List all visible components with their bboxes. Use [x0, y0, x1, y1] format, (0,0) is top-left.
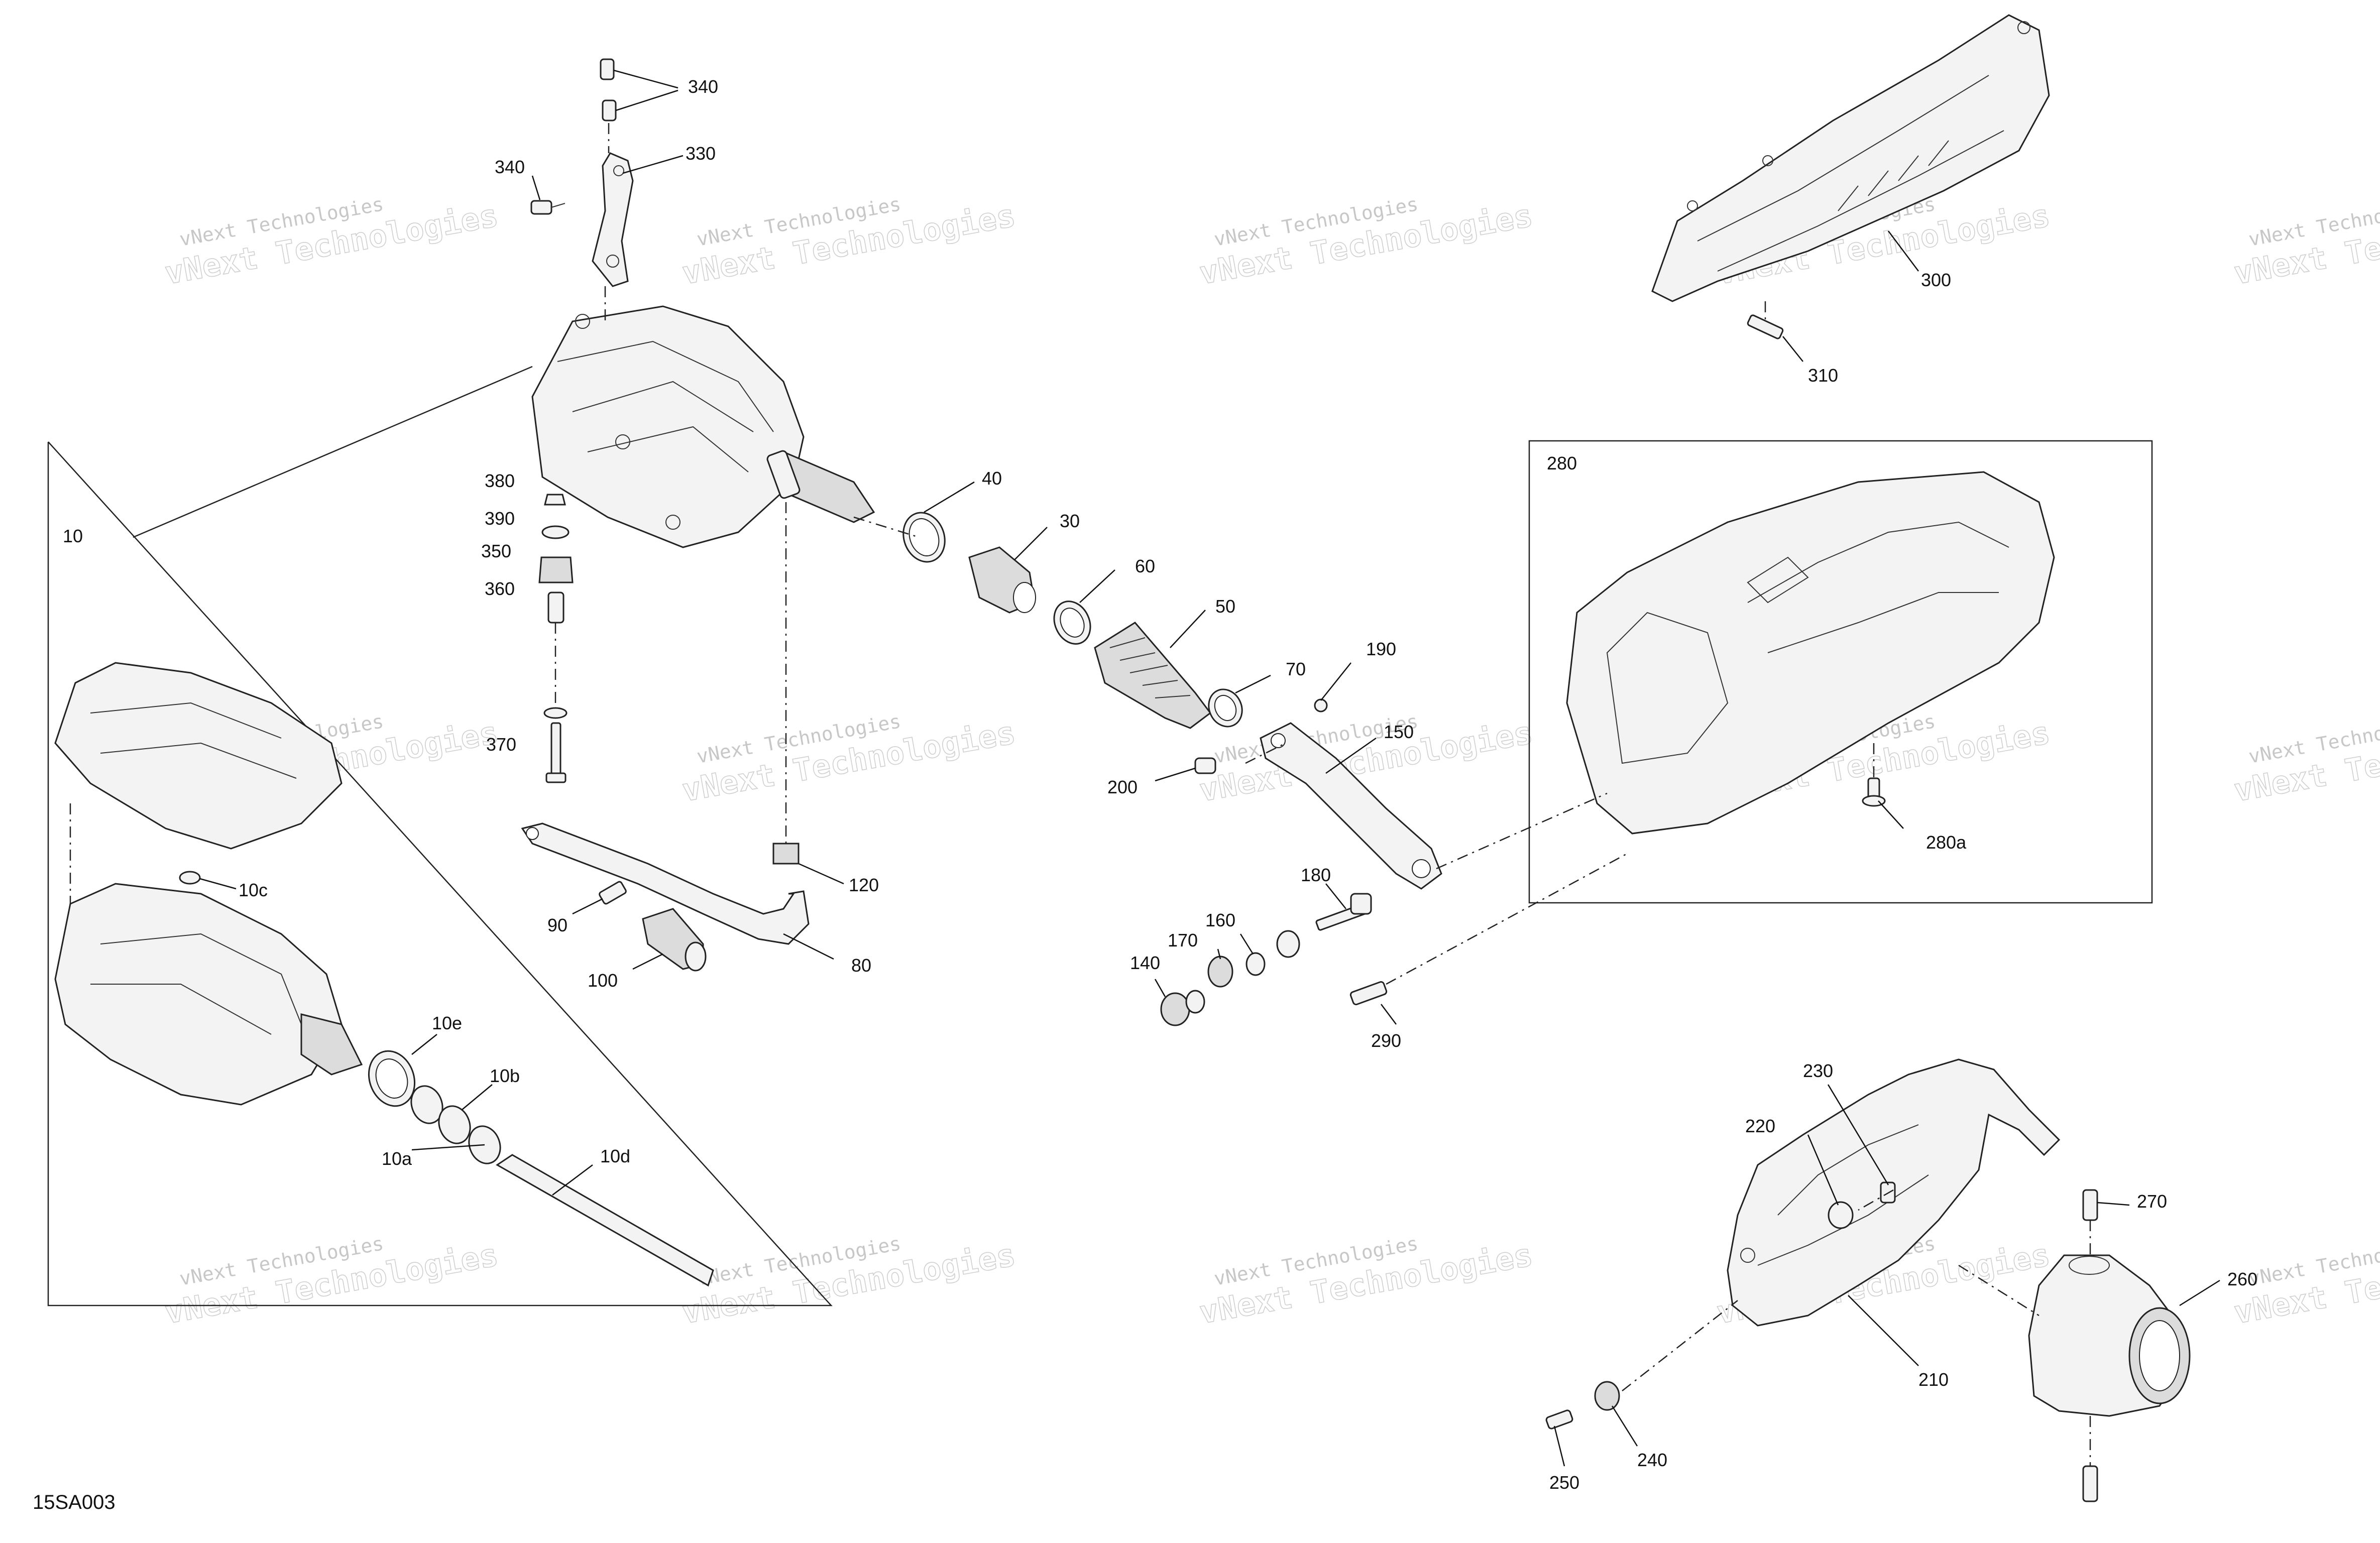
callout-210: 210: [1918, 1369, 1949, 1390]
callout-160: 160: [1205, 910, 1235, 930]
part-shield-300: [1651, 14, 2050, 302]
part-cover-detail: [54, 662, 343, 850]
part-bolt-270: [2082, 1189, 2098, 1221]
part-bolt-340-side: [530, 200, 565, 215]
callout-10: 10: [63, 526, 83, 546]
callout-340-side: 340: [495, 157, 525, 177]
callout-370: 370: [486, 734, 516, 755]
callout-330: 330: [686, 143, 716, 164]
callout-380: 380: [485, 470, 515, 491]
part-bolt-180: [1315, 893, 1372, 931]
callout-340-top: 340: [688, 76, 718, 97]
part-bolt-250: [1545, 1409, 1573, 1430]
callout-230: 230: [1803, 1060, 1833, 1081]
part-rod-80: [521, 822, 810, 945]
leader-lines: [199, 69, 2220, 1467]
part-shaft-10d: [496, 1154, 714, 1287]
callout-390: 390: [485, 508, 515, 529]
part-spacer-240: [1594, 1381, 1620, 1411]
part-bolt-260-bottom: [2082, 1465, 2098, 1502]
callout-260: 260: [2227, 1269, 2257, 1289]
callout-10a: 10a: [382, 1148, 412, 1169]
callout-200: 200: [1107, 777, 1138, 797]
detail-box-280: [1528, 440, 2153, 904]
callout-100: 100: [588, 970, 618, 991]
callout-50: 50: [1215, 596, 1235, 617]
watermark-tr1: vNext Technologies vNext Technologies: [1196, 193, 1536, 292]
part-stack-380-370: [538, 494, 574, 783]
part-nut-120: [772, 843, 800, 865]
part-oring-10c: [179, 871, 201, 885]
watermark-tl: vNext Technologies vNext Technologies: [162, 193, 501, 292]
part-fastener-280a: [1862, 777, 1886, 807]
callout-60: 60: [1135, 556, 1155, 576]
callout-250: 250: [1549, 1472, 1579, 1493]
part-washer-160: [1245, 930, 1300, 976]
callout-10b: 10b: [490, 1065, 520, 1086]
watermark-br1: vNext Technologies vNext Technologies: [1196, 1232, 1536, 1331]
part-boot-100: [642, 908, 707, 972]
part-bolt-140: [1160, 990, 1205, 1026]
callout-10d: 10d: [600, 1146, 630, 1166]
part-pin-200: [1194, 757, 1216, 774]
part-fitting-90: [599, 881, 627, 905]
part-ring-60: [1053, 601, 1091, 645]
callout-labels: 340 330 340 300 310 280 280a 10 380 390 …: [63, 76, 2257, 1493]
watermark-bc: vNext Technologies vNext Technologies: [679, 1232, 1018, 1331]
parts: [54, 14, 2191, 1502]
callout-360: 360: [485, 578, 515, 599]
callout-150: 150: [1384, 722, 1414, 742]
part-spacer-170: [1207, 956, 1233, 988]
part-nozzle-260: [2028, 1254, 2191, 1417]
callout-240: 240: [1637, 1450, 1667, 1470]
part-cover-280: [1566, 471, 2055, 835]
part-bolt-290: [1349, 981, 1388, 1005]
part-rings-10: [368, 1050, 501, 1164]
watermark-tr3: vNext Technologies vNext Technologies: [2231, 193, 2380, 292]
assembly-lines: [69, 123, 2091, 1466]
watermark-tc: vNext Technologies vNext Technologies: [679, 193, 1018, 292]
part-main-housing: [531, 305, 875, 548]
callout-280: 280: [1547, 453, 1577, 473]
part-screw-190: [1314, 698, 1328, 713]
callout-280a: 280a: [1926, 832, 1967, 853]
figure-id-label: 15SA003: [33, 1491, 116, 1513]
callout-300: 300: [1921, 270, 1951, 290]
callout-70: 70: [1286, 659, 1306, 679]
callout-190: 190: [1366, 639, 1396, 659]
callout-10e: 10e: [432, 1013, 462, 1033]
callout-80: 80: [851, 955, 871, 976]
part-bolt-220: [1828, 1201, 1854, 1229]
callout-270: 270: [2137, 1191, 2167, 1212]
callout-90: 90: [547, 915, 568, 935]
callout-30: 30: [1060, 511, 1080, 531]
callout-290: 290: [1371, 1030, 1401, 1051]
part-screw-310: [1747, 314, 1784, 339]
watermark-bl: vNext Technologies vNext Technologies: [162, 1232, 501, 1331]
part-shift-bracket-330: [592, 58, 634, 287]
part-ring-70: [1208, 688, 1243, 728]
callout-180: 180: [1301, 865, 1331, 885]
detail-triangle-10: [47, 366, 833, 1307]
callout-40: 40: [982, 468, 1002, 489]
part-lever-150: [1260, 722, 1442, 890]
part-boot-50: [1094, 622, 1212, 729]
callout-120: 120: [849, 875, 879, 895]
watermark-mr3: vNext Technologies vNext Technologies: [2231, 710, 2380, 809]
callout-310: 310: [1808, 365, 1838, 386]
part-nut-30: [968, 546, 1036, 614]
callout-350: 350: [481, 541, 511, 561]
callout-140: 140: [1130, 953, 1160, 973]
callout-170: 170: [1168, 930, 1198, 951]
watermark-mc: vNext Technologies vNext Technologies: [679, 710, 1018, 809]
callout-220: 220: [1745, 1116, 1775, 1136]
callout-10c: 10c: [239, 880, 268, 900]
part-housing-detail: [54, 883, 363, 1106]
part-clamp-40: [902, 512, 946, 563]
